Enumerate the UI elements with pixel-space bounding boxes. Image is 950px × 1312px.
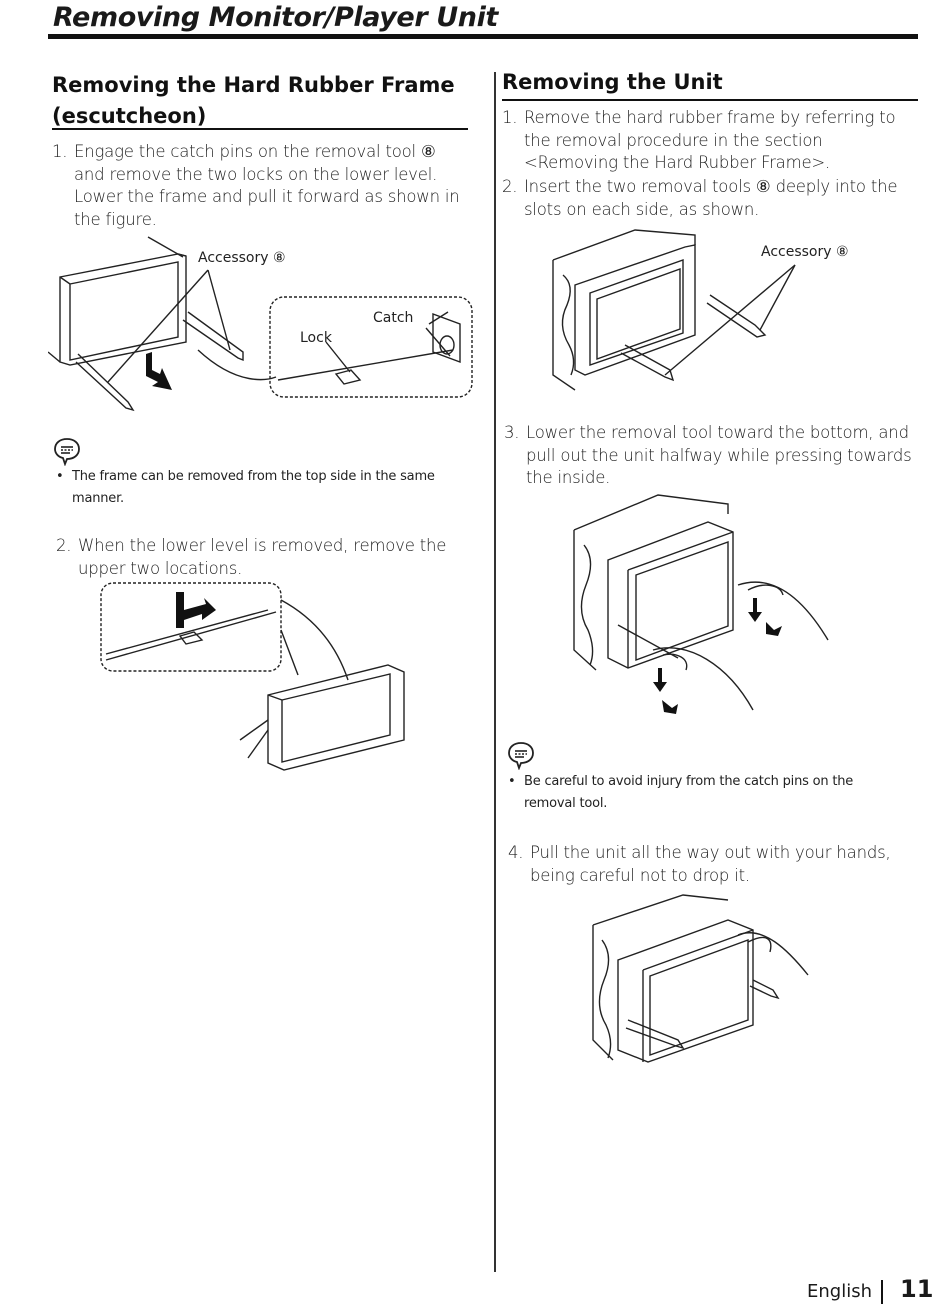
title-rule — [48, 34, 918, 39]
step-text: Insert the two removal tools ⑧ deeply in… — [524, 177, 898, 219]
left-heading-rule — [52, 128, 468, 130]
step-text: Engage the catch pins on the removal too… — [74, 142, 438, 184]
left-heading-line2: (escutcheon) — [52, 104, 207, 128]
figure-frame-removal: Accessory ⑧ Catch Lock — [48, 232, 478, 417]
fig1-lock-label: Lock — [300, 330, 333, 346]
figure-pull-out — [588, 890, 818, 1070]
step-text: Lower the removal tool toward the bottom… — [526, 423, 912, 487]
step-number: 4. — [508, 843, 524, 862]
right-section-heading: Removing the Unit — [502, 70, 723, 94]
footer-language: English — [807, 1281, 872, 1302]
page-title: Removing Monitor/Player Unit — [53, 2, 498, 33]
left-heading-line1: Removing the Hard Rubber Frame — [52, 73, 455, 97]
step-number: 1. — [502, 108, 518, 127]
pull-halfway-illustration — [573, 494, 829, 714]
step-text: Remove the hard rubber frame by referrin… — [524, 108, 896, 172]
fig1-catch-label: Catch — [373, 310, 413, 326]
step-number: 2. — [502, 177, 518, 196]
note-bullet: • — [508, 774, 516, 789]
left-step-1: 1. Engage the catch pins on the removal … — [52, 141, 462, 231]
note-memo-icon — [506, 740, 536, 771]
right-step-3: 3. Lower the removal tool toward the bot… — [504, 422, 914, 490]
page-number: 11 — [900, 1275, 934, 1303]
right-step-1: 1. Remove the hard rubber frame by refer… — [502, 107, 912, 175]
left-section-heading: Removing the Hard Rubber Frame (escutche… — [52, 70, 455, 132]
right-heading-rule — [502, 99, 918, 101]
figure-pull-halfway — [568, 490, 838, 720]
footer-separator — [881, 1280, 883, 1304]
left-note: • The frame can be removed from the top … — [56, 466, 461, 510]
figure-upper-locations — [98, 580, 418, 780]
upper-locations-illustration — [100, 582, 405, 771]
step-number: 1. — [52, 142, 68, 161]
left-step-2: 2. When the lower level is removed, remo… — [56, 535, 456, 580]
step-text: Pull the unit all the way out with your … — [530, 843, 891, 885]
step-number: 2. — [56, 536, 72, 555]
step-text-continued: Lower the frame and pull it forward as s… — [74, 187, 460, 229]
note-bullet: • — [56, 469, 64, 484]
column-divider — [494, 72, 496, 1272]
note-memo-icon — [52, 436, 82, 467]
note-text: Be careful to avoid injury from the catc… — [524, 774, 854, 811]
insert-tools-illustration: Accessory ⑧ — [552, 229, 849, 391]
step-number: 3. — [504, 423, 520, 442]
right-note: • Be careful to avoid injury from the ca… — [508, 771, 908, 815]
right-step-4: 4. Pull the unit all the way out with yo… — [508, 842, 923, 887]
note-text: The frame can be removed from the top si… — [72, 469, 435, 506]
figure-insert-tools: Accessory ⑧ — [545, 225, 875, 405]
fig1-accessory-label: Accessory ⑧ — [198, 250, 286, 266]
right-step-2: 2. Insert the two removal tools ⑧ deeply… — [502, 176, 912, 221]
fig3-accessory-label: Accessory ⑧ — [761, 244, 849, 260]
step-text: When the lower level is removed, remove … — [78, 536, 447, 578]
frame-removal-illustration: Accessory ⑧ Catch Lock — [48, 236, 473, 412]
pull-out-illustration — [592, 894, 809, 1063]
